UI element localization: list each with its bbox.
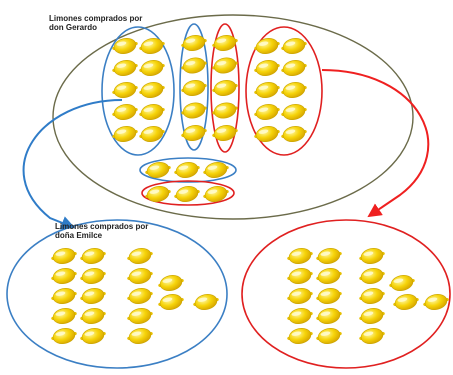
caption-emilce: Limones comprados por doña Emilce (55, 222, 149, 240)
lemon-icon (254, 126, 280, 142)
lemon-icon (316, 288, 342, 304)
lemon-icon (254, 38, 280, 54)
lemon-icon (254, 60, 280, 76)
lemon-icon (139, 38, 165, 54)
lemon-icon (145, 186, 171, 202)
lemon-icon (423, 294, 449, 310)
group-red-row (141, 180, 235, 206)
lemon-icon (393, 294, 419, 310)
group-blue-column (179, 23, 209, 151)
other-set-ellipse (241, 219, 451, 369)
lemon-icon (281, 104, 307, 120)
group-blue-row (139, 157, 237, 183)
lemon-icon (359, 308, 385, 324)
lemon-icon (316, 248, 342, 264)
lemons-layer (51, 35, 449, 344)
top-set-ellipse (52, 14, 414, 220)
lemon-icon (287, 248, 313, 264)
group-red-right (245, 26, 323, 156)
caption-gerardo: Limones comprados por don Gerardo (49, 14, 143, 32)
red-arrow (321, 69, 430, 218)
lemon-icon (80, 328, 106, 344)
lemon-icon (359, 288, 385, 304)
lemon-icon (212, 57, 238, 74)
lemon-icon (193, 294, 219, 310)
lemon-icon (287, 288, 313, 304)
group-red-column (210, 23, 240, 153)
lemon-icon (127, 248, 153, 264)
lemon-icon (80, 268, 106, 284)
lemon-icon (145, 162, 171, 178)
lemon-icon (212, 80, 238, 96)
lemon-icon (281, 126, 307, 142)
lemon-icon (174, 186, 200, 202)
emilce-set-ellipse (6, 219, 228, 369)
lemon-icon (389, 275, 415, 291)
lemon-icon (181, 102, 207, 119)
lemon-icon (316, 328, 342, 344)
lemon-icon (51, 288, 77, 304)
lemon-icon (181, 57, 207, 74)
lemon-icon (254, 104, 280, 120)
blue-arrow (22, 99, 123, 230)
lemon-icon (287, 328, 313, 344)
lemon-icon (281, 38, 307, 54)
lemon-icon (139, 126, 165, 142)
lemon-icon (287, 268, 313, 284)
lemon-icon (139, 104, 165, 120)
lemon-icon (139, 82, 165, 98)
lemon-icon (112, 82, 138, 98)
lemon-icon (181, 125, 207, 141)
group-blue-left (101, 26, 175, 156)
lemon-icon (80, 308, 106, 324)
lemon-icon (127, 328, 153, 344)
lemon-icon (181, 35, 207, 51)
lemon-icon (254, 82, 280, 98)
lemon-icon (112, 126, 138, 142)
lemon-icon (212, 102, 238, 119)
lemon-icon (51, 328, 77, 344)
lemon-icon (51, 248, 77, 264)
lemon-icon (287, 308, 313, 324)
lemon-icon (80, 248, 106, 264)
lemon-icon (181, 80, 207, 96)
lemon-icon (212, 125, 238, 141)
lemon-icon (281, 82, 307, 98)
lemon-icon (174, 162, 200, 178)
lemon-icon (112, 60, 138, 76)
lemon-icon (139, 60, 165, 76)
lemon-icon (51, 308, 77, 324)
lemon-icon (281, 60, 307, 76)
lemon-icon (112, 104, 138, 120)
lemon-icon (359, 328, 385, 344)
lemon-icon (127, 268, 153, 284)
lemon-icon (316, 308, 342, 324)
lemon-icon (212, 35, 238, 51)
lemon-icon (112, 38, 138, 54)
lemon-icon (51, 268, 77, 284)
lemon-icon (80, 288, 106, 304)
lemon-icon (359, 268, 385, 284)
lemon-icon (158, 275, 184, 291)
lemon-icon (316, 268, 342, 284)
lemon-icon (203, 162, 229, 178)
lemon-icon (203, 186, 229, 202)
lemon-icon (127, 308, 153, 324)
lemon-icon (158, 294, 184, 310)
lemon-icon (127, 288, 153, 304)
lemon-icon (359, 248, 385, 264)
